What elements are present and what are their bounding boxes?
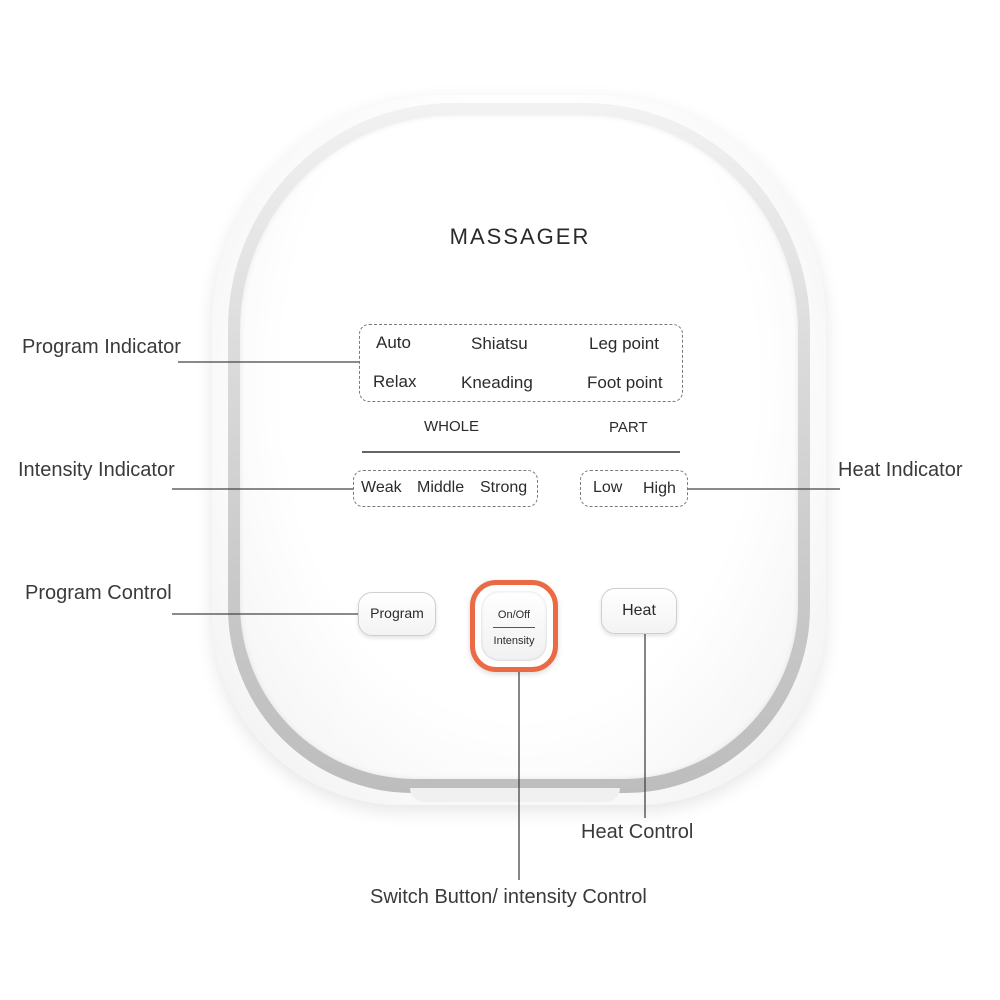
intensity-weak: Weak (361, 479, 402, 496)
program-control-callout: Program Control (25, 582, 172, 604)
heat-button[interactable]: Heat (601, 588, 677, 634)
control-panel (240, 115, 798, 779)
part-label: PART (609, 419, 648, 436)
section-divider (362, 451, 680, 453)
heat-indicator-box (580, 470, 688, 507)
program-indicator-box (359, 324, 683, 402)
switch-control-callout: Switch Button/ intensity Control (370, 886, 647, 908)
power-button-face: On/Off Intensity (481, 591, 547, 661)
program-leg-point: Leg point (589, 334, 659, 353)
program-foot-point: Foot point (587, 373, 663, 392)
program-relax: Relax (373, 372, 417, 391)
intensity-middle: Middle (417, 479, 465, 496)
intensity-strong: Strong (480, 479, 528, 496)
whole-label: WHOLE (424, 418, 480, 435)
power-intensity-button[interactable]: On/Off Intensity (470, 580, 558, 672)
heat-low: Low (593, 479, 623, 496)
program-shiatsu: Shiatsu (471, 334, 528, 353)
heat-indicator-callout: Heat Indicator (838, 459, 963, 481)
power-button-top-label: On/Off (497, 609, 531, 621)
device-title: MASSAGER (449, 224, 591, 249)
program-kneading: Kneading (461, 373, 533, 392)
intensity-indicator-box (353, 470, 538, 507)
heat-control-callout: Heat Control (581, 821, 694, 843)
intensity-indicator-callout: Intensity Indicator (18, 459, 175, 481)
program-indicator-callout: Program Indicator (22, 336, 181, 358)
program-auto: Auto (376, 333, 411, 352)
heat-high: High (643, 480, 676, 497)
device-foot (410, 788, 620, 802)
power-button-divider (493, 627, 535, 628)
program-button[interactable]: Program (358, 592, 436, 636)
power-button-bottom-label: Intensity (493, 635, 535, 647)
